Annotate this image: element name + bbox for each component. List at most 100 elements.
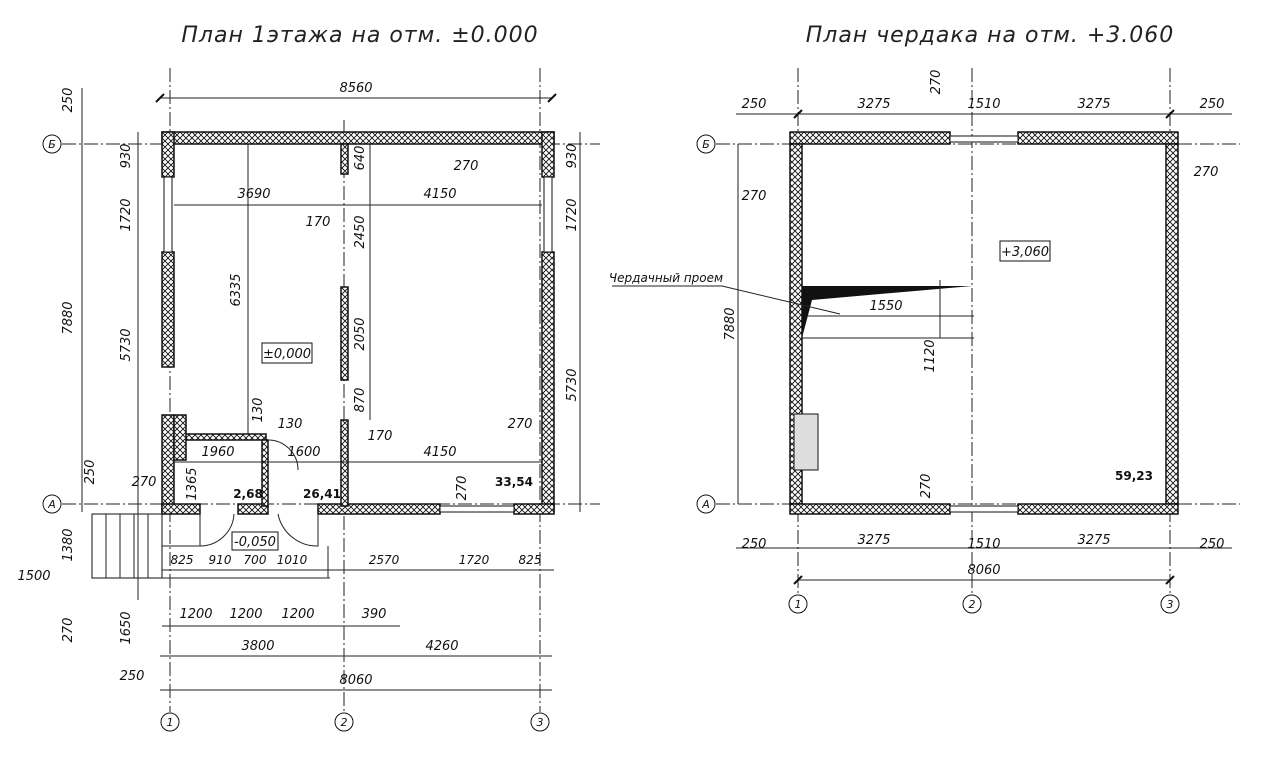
- plan1-axis-3-label: 3: [537, 716, 544, 729]
- plan1-overall-height: 7880: [61, 301, 76, 334]
- plan1-axis-2-label: 2: [341, 716, 348, 729]
- plan1-bdim-1720: 1720: [459, 553, 490, 567]
- plan2-room-area: 59,23: [1115, 469, 1153, 483]
- plan1-bdim-1200c: 1200: [281, 607, 314, 622]
- plan1-bdim-3800: 3800: [241, 639, 274, 654]
- plan2-axis-A-label: А: [701, 498, 710, 511]
- plan1-left-dim-1720: 1720: [119, 198, 134, 231]
- plan1-bdim-2570: 2570: [369, 553, 400, 567]
- plan2-hatch-label: Чердачный проем: [609, 271, 723, 285]
- plan1-dim-170a: 170: [306, 215, 331, 230]
- plan2-dim-270d: 270: [919, 474, 934, 499]
- plan1-bdim-1200a: 1200: [179, 607, 212, 622]
- plan1-dim-1600: 1600: [287, 445, 320, 460]
- plan1-dim-1365: 1365: [185, 467, 200, 500]
- plan1-marks: ±0,000 -0,050 2,68 26,41 33,54: [231, 342, 533, 551]
- plan2-axis-1-label: 1: [795, 598, 802, 611]
- plan1-dim-250c: 250: [83, 460, 98, 485]
- plan1-overall-width-top: 8560: [339, 81, 372, 96]
- plan2-tdim-250a: 250: [742, 97, 767, 112]
- plan1-left-dim-270: 270: [61, 618, 76, 643]
- plan2-title: План чердака на отм. +3.060: [806, 23, 1175, 48]
- plan1-axis-A-label: А: [47, 498, 56, 511]
- plan2-elevation-mark: +3,060: [1001, 245, 1049, 260]
- plan2-windows: [949, 135, 1019, 513]
- plan2-marks: +3,060 59,23: [999, 240, 1153, 483]
- plan1-right-dims: 930 1720 5730: [565, 132, 581, 512]
- plan1-dim-130b: 130: [278, 417, 303, 432]
- plan1-dim-870: 870: [353, 388, 368, 413]
- plan1-bdim-825b: 825: [519, 553, 542, 567]
- plan1-bdim-4260: 4260: [425, 639, 458, 654]
- plan1-dim-170b: 170: [368, 429, 393, 444]
- plan2-axis-2-label: 2: [969, 598, 976, 611]
- plan1-left-dims: 250 930 1720 7880 5730 1380 270 1650 150…: [17, 88, 144, 684]
- plan2-axis-3-label: 3: [1167, 598, 1174, 611]
- plan1-right-dim-930: 930: [565, 144, 580, 169]
- plan2-bdim-3275a: 3275: [857, 533, 890, 548]
- plan2-tdim-3275b: 3275: [1077, 97, 1110, 112]
- plan2-dim-1550: 1550: [869, 299, 902, 314]
- plan2-axis-B-label: Б: [702, 138, 710, 151]
- plan1-bdim-910: 910: [209, 553, 232, 567]
- plan1-bdim-390: 390: [362, 607, 387, 622]
- plan1-bdim-825a: 825: [171, 553, 194, 567]
- plan1-doors: [199, 439, 319, 547]
- plan1-dim-640: 640: [353, 146, 368, 171]
- first-floor-plan: План 1этажа на отм. ±0.000: [17, 23, 600, 732]
- plan1-axis-1-label: 1: [167, 716, 174, 729]
- plan1-dim-1960: 1960: [201, 445, 234, 460]
- plan2-left-dims: 7880 270 270: [723, 144, 1218, 504]
- plan2-tdim-3275a: 3275: [857, 97, 890, 112]
- plan1-left-dim-250b: 250: [120, 669, 145, 684]
- plan1-bdim-1200b: 1200: [229, 607, 262, 622]
- plan1-bdim-1010: 1010: [277, 553, 308, 567]
- plan1-top-dim-2: 4150: [423, 187, 456, 202]
- plan1-area-vestibule: 2,68: [233, 487, 263, 501]
- plan2-bdim-1510: 1510: [967, 537, 1000, 552]
- plan2-axis-bubbles: 1 2 3 А Б: [696, 134, 1180, 614]
- plan1-dim-4150b: 4150: [423, 445, 456, 460]
- plan2-overall-height: 7880: [723, 307, 738, 340]
- plan1-dim-270d: 270: [132, 475, 157, 490]
- plan1-elevation-mark: ±0,000: [263, 347, 311, 362]
- plan2-dim-1120: 1120: [923, 339, 938, 372]
- plan1-dim-270c: 270: [455, 476, 470, 501]
- plan2-overall-width: 8060: [967, 563, 1000, 578]
- plan1-area-room2: 33,54: [495, 475, 533, 489]
- plan1-top-dims: 8560 3690 4150: [155, 81, 557, 206]
- plan1-left-dim-1380: 1380: [61, 528, 76, 561]
- plan2-top-dims: 250 3275 1510 3275 250 270: [736, 70, 1232, 119]
- plan1-axis-B-label: Б: [48, 138, 56, 151]
- plan1-right-dim-1720: 1720: [565, 198, 580, 231]
- plan1-overall-width-bottom: 8060: [339, 673, 372, 688]
- plan1-bottom-dims: 825 910 700 1010 2570 1720 825 1200 1200…: [160, 553, 554, 691]
- plan2-dim-270c: 270: [1194, 165, 1219, 180]
- plan2-bdim-250b: 250: [1200, 537, 1225, 552]
- plan1-dim-270a: 270: [454, 159, 479, 174]
- plan2-tdim-1510: 1510: [967, 97, 1000, 112]
- plan2-bdim-250a: 250: [742, 537, 767, 552]
- plan2-tdim-250b: 250: [1200, 97, 1225, 112]
- attic-plan: План чердака на отм. +3.060 Чер: [609, 23, 1240, 614]
- plan1-dim-130a: 130: [251, 398, 266, 423]
- plan1-interior-dims: 6335 640 2450 2050 870 170 170 130 130 1…: [83, 144, 542, 501]
- plan1-left-dim-5730: 5730: [119, 328, 134, 361]
- plan1-left-dim-1500: 1500: [17, 569, 50, 584]
- plan1-left-dim-930: 930: [119, 144, 134, 169]
- plan1-dim-2450: 2450: [353, 215, 368, 248]
- plan1-top-dim-1: 3690: [237, 187, 270, 202]
- plan1-left-dim-250: 250: [61, 88, 76, 113]
- plan1-area-room1: 26,41: [303, 487, 341, 501]
- plan1-axis-bubbles: 1 2 3 А Б: [42, 134, 550, 732]
- plan1-porch-steps: [91, 513, 330, 579]
- plan2-walls: [789, 131, 1179, 515]
- plan1-dim-6335: 6335: [229, 273, 244, 306]
- plan1-windows: [163, 176, 553, 513]
- plan1-left-dim-1650: 1650: [119, 611, 134, 644]
- plan1-porch-elevation: -0,050: [234, 535, 276, 550]
- plan2-attic-hatch: Чердачный проем 1550 1120: [609, 271, 974, 373]
- plan2-bottom-dims: 250 3275 1510 3275 250 8060 270: [736, 474, 1232, 585]
- plan1-dim-2050: 2050: [353, 317, 368, 350]
